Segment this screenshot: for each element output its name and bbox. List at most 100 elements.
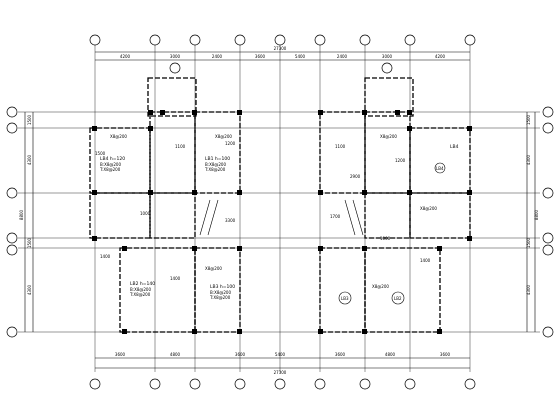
bottom-dim-6: 4800	[385, 352, 396, 357]
axis-bubble	[6, 244, 18, 256]
column	[318, 329, 323, 334]
column	[237, 329, 242, 334]
dim-note: 3300	[225, 218, 236, 223]
dim-note: 1500	[95, 151, 106, 156]
left-room-lower-mid	[149, 192, 196, 239]
rebar-note: T:X8@200	[129, 292, 151, 297]
slab-marker-text: LB4	[436, 166, 444, 171]
column	[318, 190, 323, 195]
top-axis-bubbles	[89, 34, 476, 46]
top-dimension-chain: 27300 4200 3000 2400 3600 5400 2400 3000…	[95, 46, 470, 61]
axis-bubble	[6, 106, 18, 118]
right-dim-1: 1500	[526, 114, 531, 125]
column	[437, 329, 442, 334]
column	[467, 126, 472, 131]
column	[192, 190, 197, 195]
left-dim-2: 4300	[27, 154, 32, 165]
axis-bubble	[234, 34, 246, 46]
column	[148, 126, 153, 131]
axis-bubble	[542, 232, 554, 244]
axis-bubble	[404, 34, 416, 46]
slab-marker-lb2	[391, 291, 405, 305]
rebar-note: B:X8@200	[100, 162, 121, 167]
rebar-note: X8@200	[380, 134, 397, 139]
bottom-dim-3: 3600	[235, 352, 246, 357]
bottom-dimension-chain: 3600 4800 3600 5400 3600 4800 3600 27300	[95, 352, 470, 375]
right-dim-4: 4300	[526, 284, 531, 295]
column	[237, 110, 242, 115]
top-total-dim: 27300	[274, 46, 287, 51]
right-columns	[318, 110, 472, 334]
stair-axis-bubble-left	[169, 62, 181, 74]
axis-bubble	[234, 378, 246, 390]
left-dim-3: 1500	[27, 237, 32, 248]
right-room-lower-mid	[364, 192, 411, 239]
column	[160, 110, 165, 115]
axis-bubble	[89, 378, 101, 390]
stair-diagonals	[199, 199, 364, 236]
slab-marker-text: LB2	[394, 296, 402, 301]
rebar-note: X8@200	[205, 266, 222, 271]
vertical-axis-lines	[94, 45, 471, 372]
axis-bubble	[89, 34, 101, 46]
axis-bubble	[6, 122, 18, 134]
dim-note: 1000	[140, 211, 151, 216]
rebar-note: B:X8@200	[205, 162, 226, 167]
axis-bubble	[6, 232, 18, 244]
rebar-note: X8@200	[372, 284, 389, 289]
stair-line	[207, 199, 219, 236]
dim-note: 1400	[170, 276, 181, 281]
left-room-mid	[149, 111, 196, 194]
column	[92, 236, 97, 241]
bottom-dim-4: 5400	[275, 352, 286, 357]
right-stair-core	[364, 77, 414, 117]
rebar-note: B:X8@200	[130, 287, 151, 292]
axis-bubble	[274, 378, 286, 390]
axis-bubble	[542, 106, 554, 118]
column	[237, 190, 242, 195]
dim-note: 1200	[395, 158, 406, 163]
right-room-lb4	[409, 127, 471, 194]
left-axis-bubbles	[6, 106, 18, 338]
axis-bubble	[149, 34, 161, 46]
axis-bubble	[404, 378, 416, 390]
left-room-lb3	[194, 247, 241, 333]
stair-line	[352, 199, 364, 236]
rebar-note: X8@200	[215, 134, 232, 139]
left-room-lb1	[194, 111, 241, 194]
column	[237, 246, 242, 251]
axis-bubble	[359, 378, 371, 390]
left-room-lb2	[119, 247, 196, 333]
axis-bubble	[359, 34, 371, 46]
axis-bubble	[464, 378, 476, 390]
dim-note: 1200	[225, 141, 236, 146]
axis-bubble	[314, 378, 326, 390]
left-room-lower	[89, 192, 151, 239]
axis-bubble	[464, 34, 476, 46]
dim-note: 2900	[350, 174, 361, 179]
label-lb2: LB2 h=140	[130, 281, 155, 287]
stair-line	[344, 199, 356, 236]
axis-bubble	[542, 244, 554, 256]
dim-note: 1700	[330, 214, 341, 219]
bottom-total-dim: 27300	[274, 370, 287, 375]
dim-note: 1400	[420, 258, 431, 263]
column	[407, 126, 412, 131]
bottom-dim-5: 3600	[335, 352, 346, 357]
right-room-mid	[364, 111, 411, 194]
stair-line	[199, 199, 211, 236]
rebar-note: T:X8@200	[209, 295, 231, 300]
column	[192, 246, 197, 251]
axis-bubble	[542, 122, 554, 134]
column	[92, 126, 97, 131]
left-dimension-chain: 1500 4300 1500 4300 8800	[19, 112, 34, 332]
axis-bubble	[189, 34, 201, 46]
column	[362, 329, 367, 334]
dim-note: 1400	[100, 254, 111, 259]
axis-bubble	[274, 34, 286, 46]
bottom-dim-1: 3600	[115, 352, 126, 357]
left-unit-walls	[89, 77, 241, 333]
stair-axis-bubble-right	[381, 62, 393, 74]
column	[92, 190, 97, 195]
column	[467, 190, 472, 195]
